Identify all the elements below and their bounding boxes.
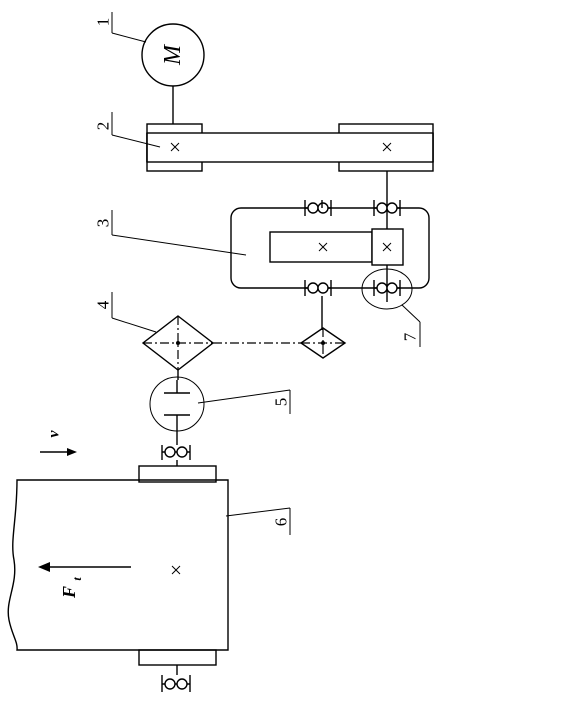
coupling <box>149 376 205 445</box>
motor-symbol: M <box>160 43 186 66</box>
label-6: 6 <box>225 507 291 535</box>
bearing-top-right <box>373 200 401 216</box>
label-5-text: 5 <box>272 398 291 407</box>
label-7: 7 <box>401 304 421 347</box>
force-subscript: t <box>70 577 84 581</box>
label-3: 3 <box>94 210 247 256</box>
label-5: 5 <box>197 389 291 414</box>
label-2-text: 2 <box>94 122 113 131</box>
label-2: 2 <box>94 112 161 148</box>
motor: M <box>141 23 205 124</box>
velocity-arrow: v <box>40 430 77 456</box>
bearing-bottom-left <box>304 280 332 296</box>
label-3-text: 3 <box>94 219 113 228</box>
belt <box>146 132 434 163</box>
drum-bearing-top <box>161 445 191 466</box>
label-4-text: 4 <box>94 300 113 309</box>
detail-circle-7 <box>361 268 413 310</box>
force-arrow: F t <box>38 562 131 599</box>
pinion-center-mark <box>382 242 392 252</box>
label-1-text: 1 <box>94 18 113 27</box>
drum-bearing-bottom <box>161 665 191 692</box>
label-6-leader <box>225 507 291 517</box>
large-gear-center-mark <box>318 242 328 252</box>
drum-hub-bottom <box>138 649 217 666</box>
label-1: 1 <box>94 12 147 43</box>
drum-center-mark <box>171 565 181 575</box>
chain-drive <box>141 315 347 380</box>
belt-drive <box>146 123 434 172</box>
force-label: F <box>59 586 79 599</box>
label-4-leader <box>111 317 157 333</box>
drum <box>7 465 229 666</box>
large-gear <box>269 231 373 263</box>
label-1-leader <box>111 32 147 43</box>
label-7-leader <box>401 304 421 323</box>
drum-hub-top <box>138 465 217 483</box>
label-7-text: 7 <box>401 332 420 341</box>
label-5-leader <box>197 389 291 404</box>
bearing-top-left <box>304 200 332 216</box>
velocity-label: v <box>46 430 63 438</box>
small-pulley-center-mark <box>170 142 180 152</box>
bearing-bottom-right <box>373 280 401 296</box>
large-pulley-center-mark <box>382 142 392 152</box>
drum-body <box>7 479 229 651</box>
label-6-text: 6 <box>272 518 291 527</box>
label-3-leader <box>111 234 247 256</box>
label-2-leader <box>111 134 161 148</box>
label-4: 4 <box>94 292 157 333</box>
gear-reducer <box>230 171 430 330</box>
